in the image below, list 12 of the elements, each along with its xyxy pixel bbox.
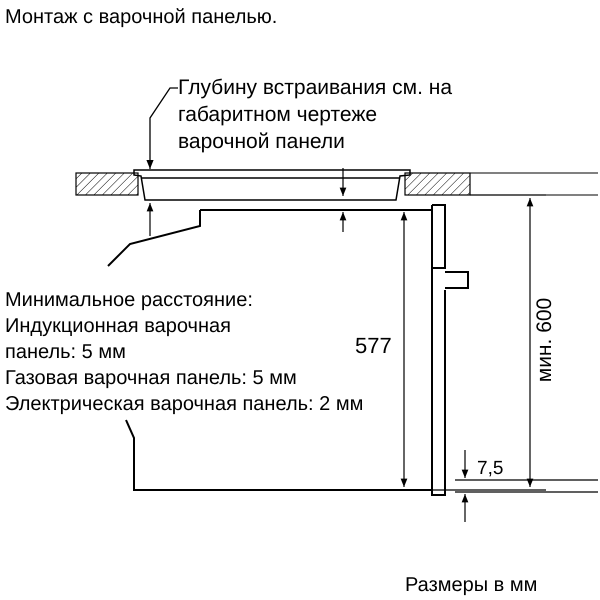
note-text: Электрическая варочная панель: 2 мм	[5, 392, 364, 417]
note-text: Газовая варочная панель: 5 мм	[5, 366, 298, 391]
dimension-label: 7,5	[477, 457, 504, 481]
note-text: Минимальное расстояние:	[5, 288, 254, 313]
dimension-label: мин. 600	[532, 298, 558, 382]
note-text: Индукционная варочная панель: 5 мм	[5, 314, 232, 365]
dimension-label: 577	[355, 333, 392, 359]
caption-text: Размеры в мм	[405, 573, 538, 598]
leader-line	[146, 87, 178, 169]
hob-drawing	[133, 169, 411, 201]
diagram-title: Монтаж с варочной панелью.	[5, 5, 278, 30]
callout-text: Глубину встраивания см. на габаритном чертеже варочной панели	[178, 74, 473, 155]
